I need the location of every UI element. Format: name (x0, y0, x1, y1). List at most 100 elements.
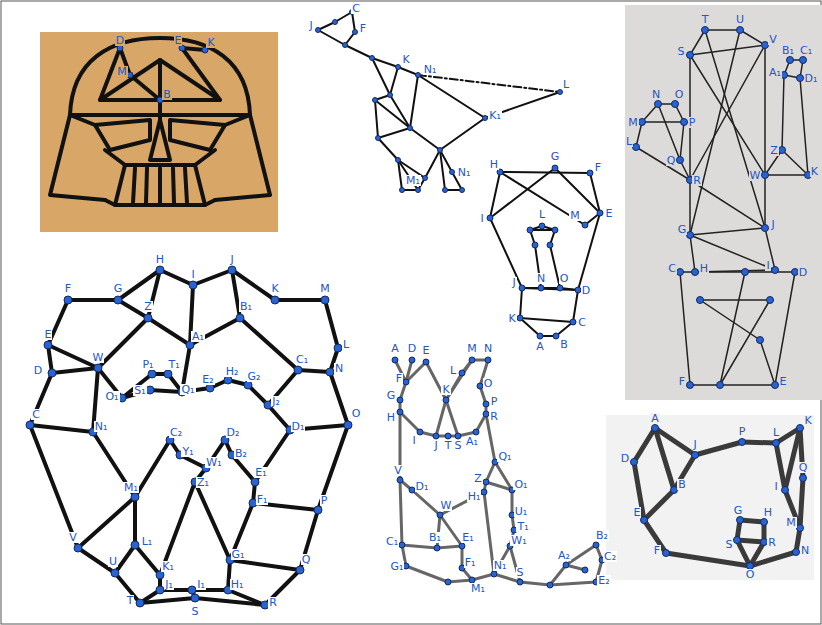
figure-line (418, 75, 485, 118)
point-dot (296, 566, 304, 574)
point-dot (450, 170, 455, 175)
figure-line (410, 75, 418, 128)
point-label: F (678, 376, 686, 387)
point-dot (445, 579, 451, 585)
point-dot (334, 344, 342, 352)
figure-line (150, 120, 170, 160)
figure-line (190, 318, 240, 345)
figure-line (400, 412, 420, 432)
point-dot (224, 376, 232, 384)
point-dot (793, 549, 800, 556)
point-dot (742, 269, 749, 276)
figure-line (520, 582, 550, 585)
point-label: P (490, 396, 499, 407)
point-label: C (31, 409, 41, 420)
figure-line (130, 75, 160, 100)
point-dot (186, 341, 194, 349)
figure-line (690, 384, 775, 386)
point-dot (445, 433, 451, 439)
point-label: E (779, 376, 788, 387)
point-dot (74, 544, 82, 552)
figure-line (330, 372, 348, 425)
point-dot (483, 116, 488, 121)
point-dot (497, 169, 503, 175)
point-label: I (411, 435, 416, 446)
point-label: N₁ (457, 167, 472, 178)
point-dot (403, 379, 409, 385)
point-label: L (449, 365, 457, 376)
point-label: J (308, 20, 313, 31)
point-label: N (651, 89, 661, 100)
point-label: O₁ (513, 479, 528, 490)
figure-line (378, 128, 410, 138)
figure-line (765, 228, 775, 270)
point-dot (587, 170, 593, 176)
point-dot (552, 227, 558, 233)
point-dot (117, 45, 123, 51)
figure-line (742, 442, 776, 443)
figure-line (205, 200, 215, 205)
figure-line (193, 270, 232, 285)
figure-line (185, 168, 187, 203)
point-label: G (550, 151, 561, 162)
figure-line (500, 172, 585, 225)
figure-line (375, 100, 378, 138)
point-dot (343, 43, 348, 48)
point-label: D (33, 365, 43, 376)
point-dot (692, 269, 699, 276)
point-dot (397, 477, 403, 483)
point-label: C (667, 263, 677, 274)
point-dot (228, 266, 236, 274)
figure-line (232, 455, 255, 482)
point-label: D₂ (226, 427, 241, 438)
point-label: S₁ (133, 385, 146, 396)
point-dot (762, 172, 769, 179)
point-label: M (627, 117, 639, 128)
figure-line (440, 515, 462, 546)
point-label: K₁ (161, 561, 175, 572)
figure-line (425, 150, 440, 178)
point-label: F (594, 162, 602, 173)
point-dot (631, 459, 638, 466)
point-label: A₁ (191, 331, 205, 342)
point-dot (558, 90, 563, 95)
point-label: I (765, 260, 770, 271)
point-dot (392, 357, 398, 363)
point-dot (344, 421, 352, 429)
point-label: T (701, 14, 710, 25)
figure-line (372, 58, 390, 95)
point-dot (563, 562, 569, 568)
point-dot (570, 319, 576, 325)
point-dot (26, 421, 34, 429)
point-dot (582, 567, 588, 573)
point-label: H₁ (230, 579, 245, 590)
point-dot (416, 188, 421, 193)
point-dot (146, 386, 154, 394)
figure-line (642, 121, 684, 123)
point-dot (314, 506, 322, 514)
figure-line (173, 168, 174, 203)
point-dot (251, 478, 259, 486)
figure-line (690, 180, 765, 228)
point-label: W (92, 352, 105, 363)
point-label: K (270, 283, 279, 294)
point-label: S (725, 539, 734, 550)
point-dot (639, 119, 646, 126)
point-label: E₂ (201, 374, 214, 385)
point-dot (423, 176, 428, 181)
figure-line (690, 45, 765, 55)
point-label: O (674, 89, 685, 100)
figure-line (775, 272, 795, 385)
point-dot (443, 188, 448, 193)
point-label: E₁ (254, 467, 267, 478)
point-dot (188, 586, 196, 594)
point-label: P₁ (141, 359, 154, 370)
figure-line (135, 545, 160, 575)
point-label: Q₁ (180, 384, 195, 395)
point-label: M₁ (123, 482, 139, 493)
point-label: M (319, 283, 331, 294)
figure-line (95, 120, 150, 150)
figure-line (410, 128, 440, 150)
figure-line (390, 67, 398, 95)
